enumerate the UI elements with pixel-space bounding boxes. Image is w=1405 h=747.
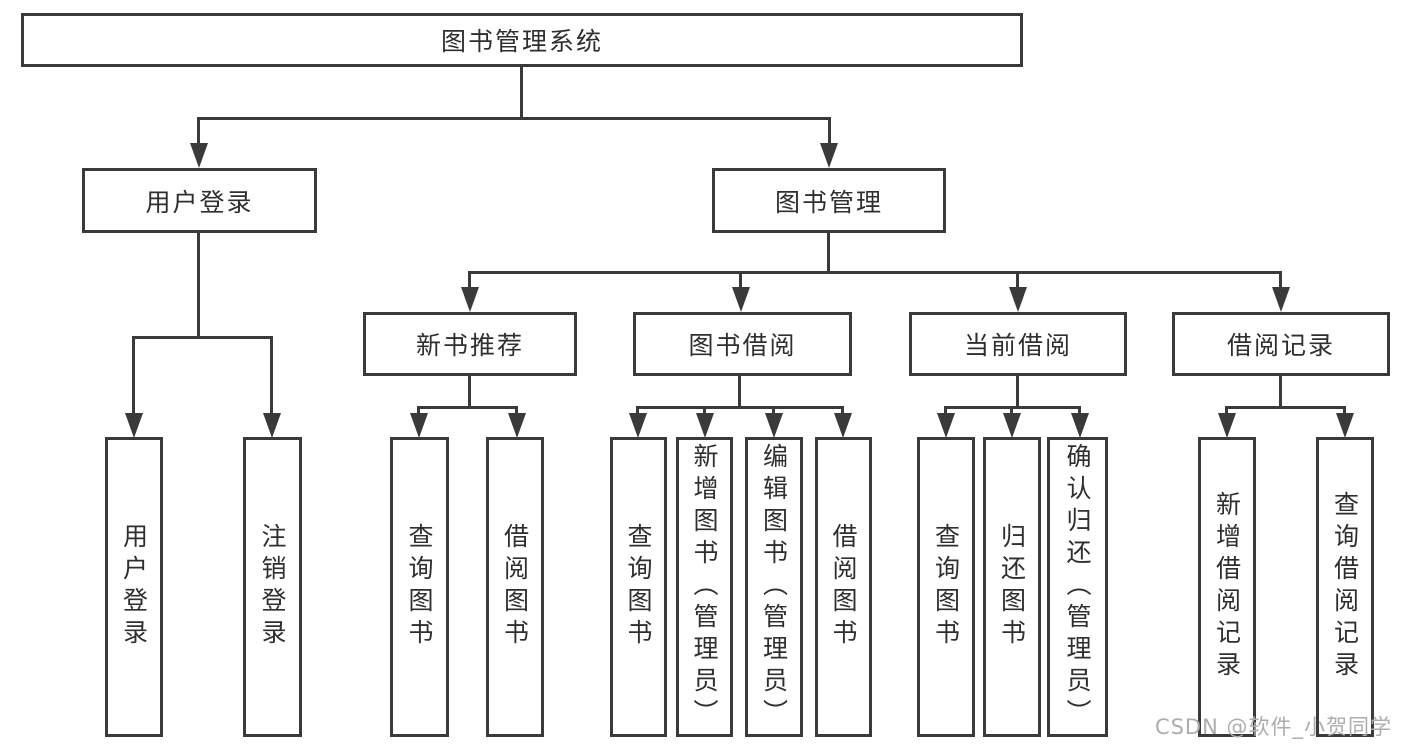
leaf-borrow-book-recommend: 借阅图书 (486, 437, 544, 737)
node-current-borrow: 当前借阅 (909, 312, 1127, 376)
arrowhead-icon (125, 413, 143, 438)
csdn-watermark: CSDN @软件_小贺同学 (1154, 715, 1392, 739)
connector-line (828, 117, 831, 146)
connector-line (944, 406, 947, 416)
arrowhead-icon (190, 143, 208, 168)
connector-line (417, 406, 420, 416)
connector-line (945, 406, 1081, 409)
arrowhead-icon (461, 287, 479, 312)
node-book-management: 图书管理 (712, 168, 946, 233)
connector-line (1279, 376, 1282, 408)
leaf-add-borrow-record: 新增借阅记录 (1198, 437, 1256, 737)
leaf-logout: 注销登录 (243, 437, 302, 737)
connector-line (270, 336, 273, 416)
node-new-book-recommend: 新书推荐 (363, 312, 577, 376)
connector-line (197, 117, 200, 146)
connector-line (703, 406, 706, 416)
connector-line (132, 336, 273, 339)
arrowhead-icon (1336, 413, 1354, 438)
leaf-edit-book-admin: 编辑图书（管理员） (745, 437, 803, 737)
node-user-login: 用户登录 (82, 168, 317, 233)
arrowhead-icon (1272, 287, 1290, 312)
connector-line (198, 117, 830, 120)
connector-line (520, 67, 523, 118)
connector-line (1078, 406, 1081, 416)
arrowhead-icon (1009, 287, 1027, 312)
leaf-query-book-recommend: 查询图书 (390, 437, 449, 737)
arrowhead-icon (834, 413, 852, 438)
connector-line (739, 271, 742, 291)
arrowhead-icon (820, 143, 838, 168)
leaf-query-borrow-record: 查询借阅记录 (1316, 437, 1374, 737)
connector-line (1016, 376, 1019, 408)
arrowhead-icon (937, 413, 955, 438)
connector-line (636, 406, 639, 416)
arrowhead-icon (765, 413, 783, 438)
connector-line (637, 406, 844, 409)
arrowhead-icon (696, 413, 714, 438)
leaf-user-login: 用户登录 (105, 437, 163, 737)
leaf-confirm-return-admin: 确认归还（管理员） (1047, 437, 1108, 737)
connector-line (132, 336, 135, 416)
connector-line (1225, 406, 1228, 416)
connector-line (468, 376, 471, 408)
connector-line (515, 406, 518, 416)
arrowhead-icon (1218, 413, 1236, 438)
connector-line (738, 376, 741, 408)
node-book-borrow: 图书借阅 (633, 312, 852, 376)
connector-line (468, 271, 471, 291)
leaf-add-book-admin: 新增图书（管理员） (676, 437, 733, 737)
node-book-management-system: 图书管理系统 (21, 13, 1023, 67)
arrowhead-icon (263, 413, 281, 438)
arrowhead-icon (629, 413, 647, 438)
connector-line (1010, 406, 1013, 416)
connector-line (1279, 271, 1282, 291)
arrowhead-icon (1003, 413, 1021, 438)
connector-line (1226, 406, 1346, 409)
leaf-query-book-current: 查询图书 (917, 437, 975, 737)
connector-line (1343, 406, 1346, 416)
connector-line (197, 233, 200, 338)
connector-line (418, 406, 518, 409)
connector-line (827, 233, 830, 273)
leaf-borrow-book: 借阅图书 (815, 437, 872, 737)
connector-line (841, 406, 844, 416)
arrowhead-icon (1071, 413, 1089, 438)
connector-line (1016, 271, 1019, 291)
leaf-query-book-borrow: 查询图书 (610, 437, 667, 737)
arrowhead-icon (732, 287, 750, 312)
node-borrow-records: 借阅记录 (1172, 312, 1390, 376)
connector-line (772, 406, 775, 416)
leaf-return-book: 归还图书 (983, 437, 1041, 737)
arrowhead-icon (410, 413, 428, 438)
connector-line (468, 271, 1282, 274)
arrowhead-icon (508, 413, 526, 438)
